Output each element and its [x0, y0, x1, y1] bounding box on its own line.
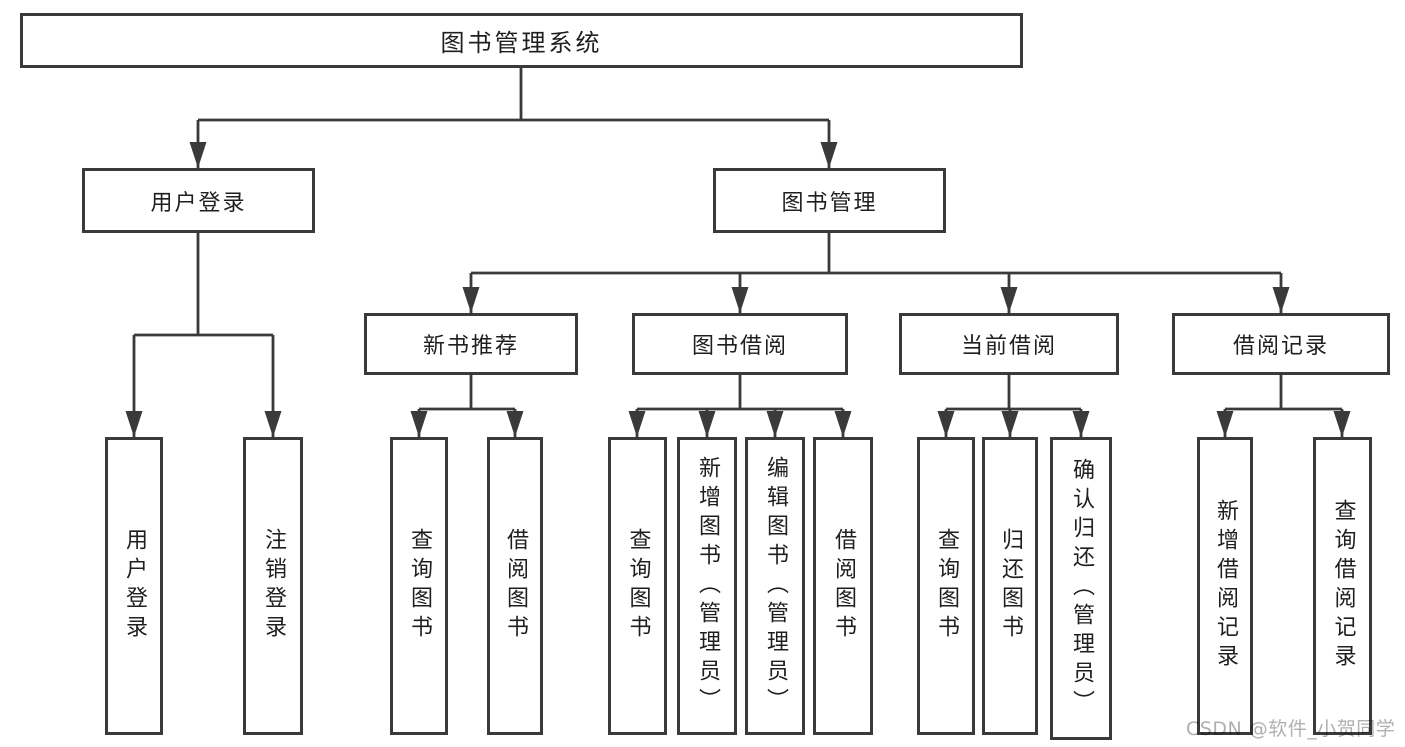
node-user-login: 用户登录 [82, 168, 315, 233]
node-cb-query-book: 查询图书 [917, 437, 975, 735]
arrowhead [1216, 411, 1234, 437]
node-label: 查询图书 [934, 528, 959, 644]
node-label: 当前借阅 [960, 334, 1057, 359]
node-label: 查询图书 [625, 528, 651, 644]
arrowhead [462, 287, 480, 313]
arrowhead [698, 411, 716, 437]
node-cb-confirm-return: 确认归还（管理员） [1050, 437, 1112, 740]
arrowhead [1072, 411, 1090, 437]
node-label: 新增借阅记录 [1213, 499, 1238, 673]
node-label: 编辑图书（管理员） [763, 455, 788, 717]
node-label: 用户登录 [122, 528, 147, 644]
arrowhead [1333, 411, 1351, 437]
node-new-book-recommend: 新书推荐 [364, 313, 578, 375]
node-book-borrow: 图书借阅 [632, 313, 848, 375]
node-label: 新增图书（管理员） [695, 455, 720, 717]
arrowhead [1001, 411, 1019, 437]
arrowhead [1000, 287, 1018, 313]
node-cb-return-book: 归还图书 [982, 437, 1038, 735]
node-bb-add-book: 新增图书（管理员） [677, 437, 737, 735]
arrowhead [410, 411, 428, 437]
arrowhead [264, 411, 282, 437]
node-leaf-user-login: 用户登录 [105, 437, 163, 735]
node-bb-edit-book: 编辑图书（管理员） [745, 437, 805, 735]
node-label: 用户登录 [150, 190, 247, 216]
arrowhead [731, 287, 749, 313]
arrowhead [189, 142, 207, 168]
node-label: 借阅记录 [1232, 334, 1329, 359]
node-label: 归还图书 [998, 528, 1023, 644]
arrowhead [820, 142, 838, 168]
node-label: 查询图书 [407, 528, 432, 644]
node-book-management: 图书管理 [713, 168, 946, 233]
node-nb-query-book: 查询图书 [390, 437, 448, 735]
node-nb-borrow-book: 借阅图书 [487, 437, 543, 735]
watermark-text: CSDN @软件_小贺同学 [1186, 718, 1396, 740]
node-leaf-logout: 注销登录 [243, 437, 303, 735]
arrowhead [506, 411, 524, 437]
node-bb-query-book: 查询图书 [608, 437, 667, 735]
node-br-add-record: 新增借阅记录 [1197, 437, 1253, 735]
arrowhead [1272, 287, 1290, 313]
node-label: 借阅图书 [831, 528, 856, 644]
arrowhead [937, 411, 955, 437]
node-label: 图书管理系统 [440, 29, 603, 57]
node-label: 新书推荐 [422, 334, 519, 359]
node-label: 借阅图书 [503, 528, 528, 644]
node-label: 图书借阅 [691, 334, 788, 359]
node-borrow-record: 借阅记录 [1172, 313, 1390, 375]
node-br-query-record: 查询借阅记录 [1313, 437, 1372, 735]
node-label: 查询借阅记录 [1330, 499, 1356, 673]
arrowhead [766, 411, 784, 437]
node-label: 确认归还（管理员） [1069, 458, 1094, 719]
node-root: 图书管理系统 [20, 13, 1023, 68]
node-label: 注销登录 [261, 528, 286, 644]
arrowhead [628, 411, 646, 437]
node-bb-borrow-book: 借阅图书 [813, 437, 873, 735]
arrowhead [834, 411, 852, 437]
node-current-borrow: 当前借阅 [899, 313, 1119, 375]
arrowhead [125, 411, 143, 437]
node-label: 图书管理 [781, 190, 878, 216]
